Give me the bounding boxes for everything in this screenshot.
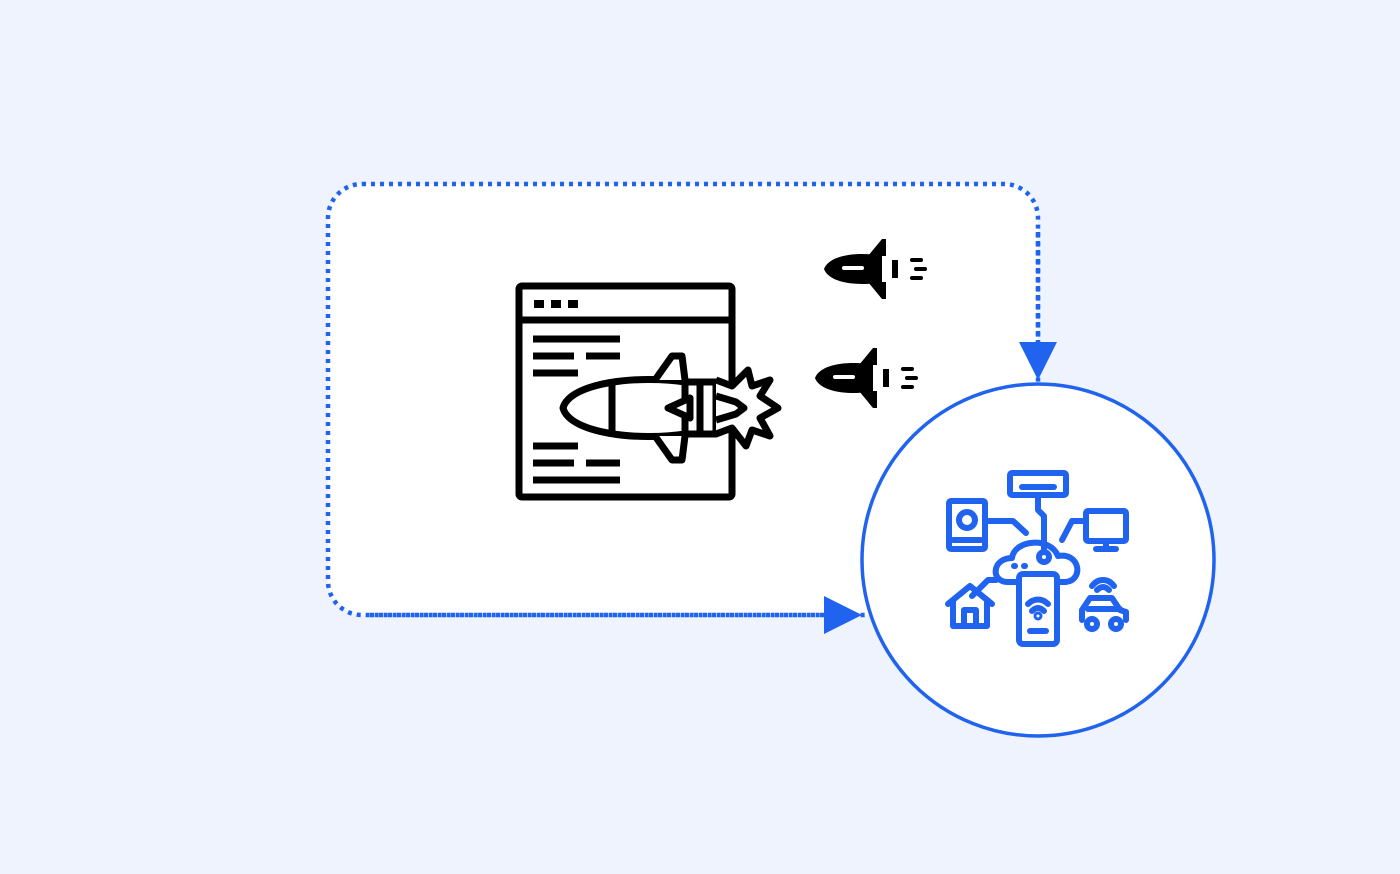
browser-window-missile-icon bbox=[515, 282, 782, 501]
edge-top-arrow bbox=[1019, 232, 1057, 380]
edge-bottom-arrow bbox=[370, 596, 862, 634]
iot-cloud-network-icon bbox=[945, 470, 1129, 647]
